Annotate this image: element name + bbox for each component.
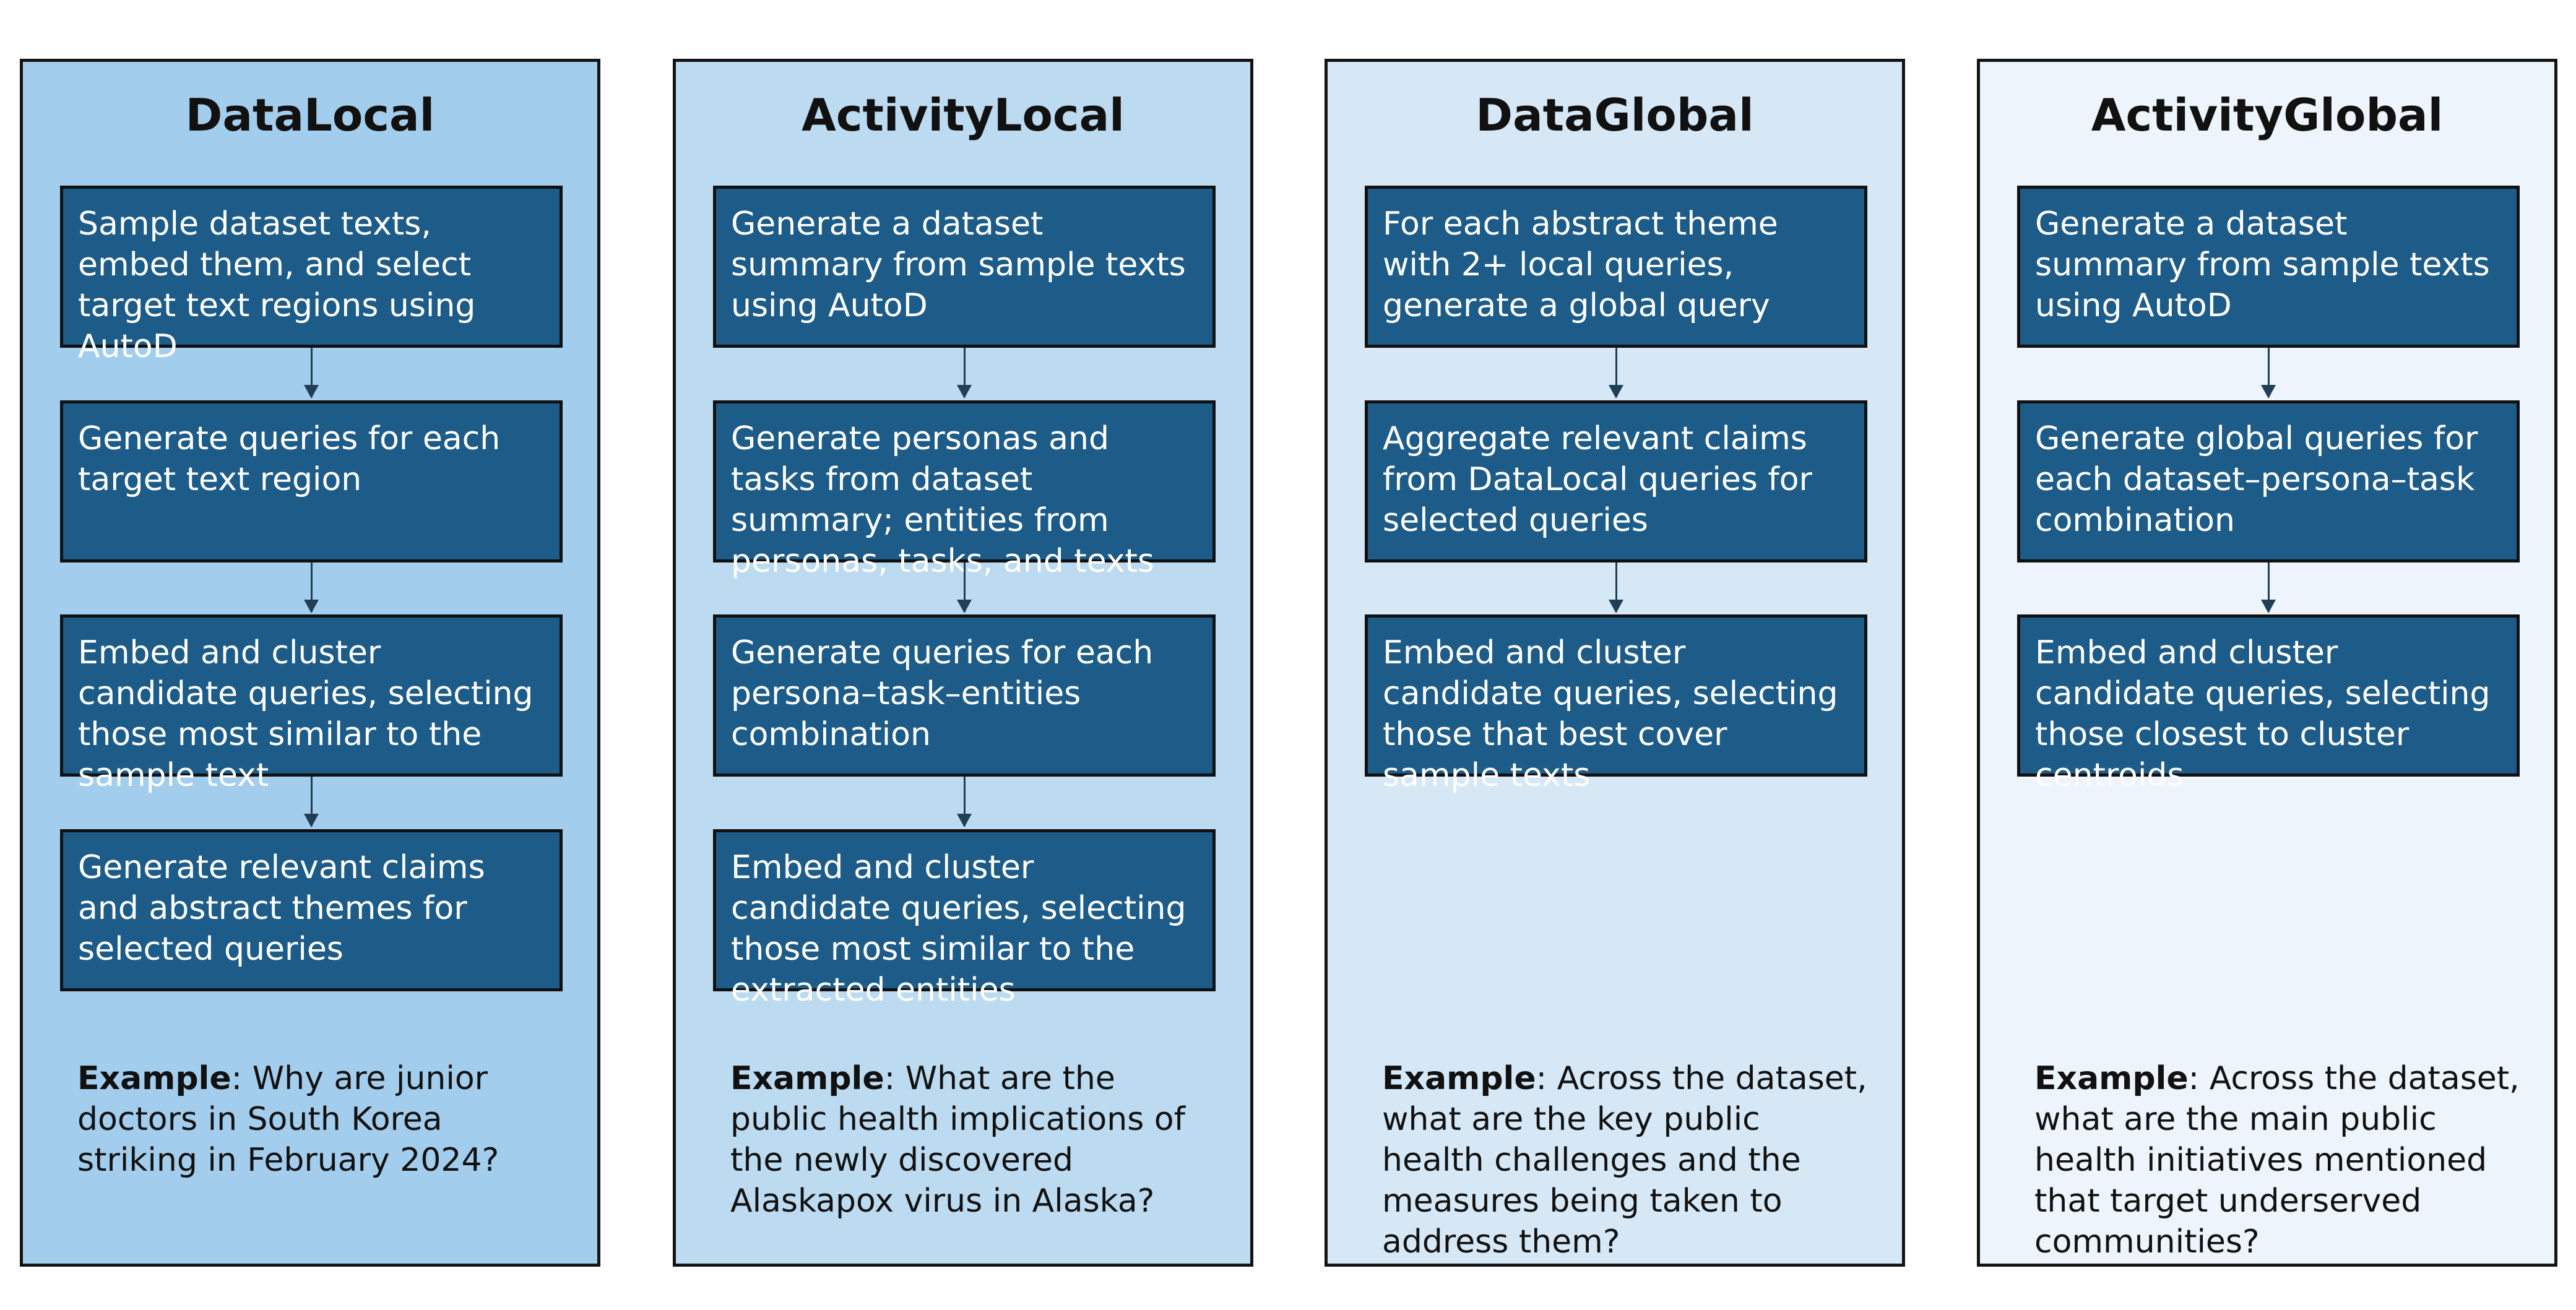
down-arrow-icon [1609, 348, 1623, 399]
panel-dataglobal: DataGlobal For each abstract theme with … [1325, 59, 1905, 1267]
example-label: Example [730, 1060, 884, 1097]
example-question: : Across the dataset, what are the main … [2034, 1060, 2520, 1260]
step-box: Generate queries for each target text re… [60, 400, 563, 562]
down-arrow-icon [304, 348, 319, 399]
example-text: Example: Why are junior doctors in South… [77, 1058, 566, 1181]
example-question: : What are the public health implication… [730, 1060, 1185, 1220]
step-box: Generate global queries for each dataset… [2017, 400, 2520, 562]
step-box: Generate a dataset summary from sample t… [2017, 186, 2520, 348]
step-box: Embed and cluster candidate queries, sel… [1365, 614, 1867, 794]
down-arrow-icon [2261, 562, 2276, 613]
step-box: For each abstract theme with 2+ local qu… [1365, 186, 1867, 348]
down-arrow-icon [957, 777, 972, 827]
example-question: : Across the dataset, what are the key p… [1382, 1060, 1867, 1260]
panel-datalocal: DataLocal Sample dataset texts, embed th… [20, 59, 600, 1267]
down-arrow-icon [304, 777, 319, 827]
down-arrow-icon [957, 348, 972, 399]
panel-title: DataGlobal [1476, 89, 1754, 141]
down-arrow-icon [1609, 562, 1623, 613]
step-box: Generate personas and tasks from dataset… [713, 400, 1216, 580]
panel-activitylocal: ActivityLocal Generate a dataset summary… [673, 59, 1253, 1267]
step-box: Generate queries for each persona–task–e… [713, 614, 1216, 777]
example-label: Example [1382, 1060, 1536, 1097]
step-box: Embed and cluster candidate queries, sel… [2017, 614, 2520, 794]
panel-title: ActivityGlobal [2091, 89, 2444, 141]
down-arrow-icon [2261, 348, 2276, 399]
example-label: Example [2034, 1060, 2189, 1097]
step-box: Embed and cluster candidate queries, sel… [713, 829, 1216, 1009]
example-question: : Why are junior doctors in South Korea … [77, 1060, 499, 1179]
step-box: Sample dataset texts, embed them, and se… [60, 186, 563, 365]
step-box: Generate a dataset summary from sample t… [713, 186, 1216, 348]
step-box: Embed and cluster candidate queries, sel… [60, 614, 563, 794]
down-arrow-icon [304, 562, 319, 613]
down-arrow-icon [957, 562, 972, 613]
panel-activityglobal: ActivityGlobal Generate a dataset summar… [1977, 59, 2557, 1267]
step-box: Aggregate relevant claims from DataLocal… [1365, 400, 1867, 562]
example-text: Example: Across the dataset, what are th… [1382, 1058, 1871, 1262]
example-text: Example: What are the public health impl… [730, 1058, 1219, 1222]
panel-title: DataLocal [185, 89, 435, 141]
panel-title: ActivityLocal [802, 89, 1125, 141]
example-label: Example [77, 1060, 231, 1097]
example-text: Example: Across the dataset, what are th… [2034, 1058, 2523, 1262]
step-box: Generate relevant claims and abstract th… [60, 829, 563, 991]
